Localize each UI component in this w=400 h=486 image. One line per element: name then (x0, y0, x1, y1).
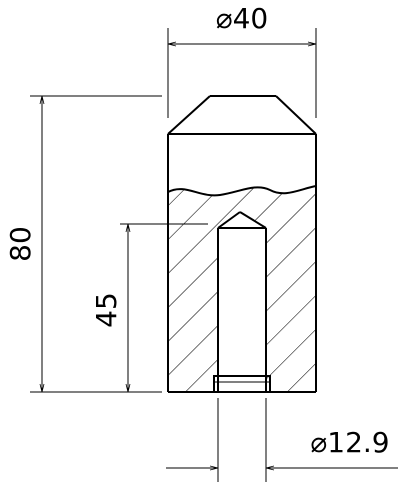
hole-depth-label: 45 (90, 292, 123, 328)
dimension-total-height: 80 (4, 95, 162, 393)
outer-diameter-label: ⌀40 (216, 2, 269, 35)
total-height-label: 80 (4, 226, 37, 262)
dimension-hole-diameter: ⌀12.9 (166, 398, 398, 482)
dimension-hole-depth: 45 (90, 223, 208, 393)
blind-hole (213, 211, 271, 393)
part-body-outline (167, 95, 317, 393)
hatched-section (168, 186, 316, 392)
dimension-outer-diameter: ⌀40 (167, 2, 317, 118)
hole-diameter-label: ⌀12.9 (310, 426, 389, 459)
break-line (167, 185, 317, 197)
